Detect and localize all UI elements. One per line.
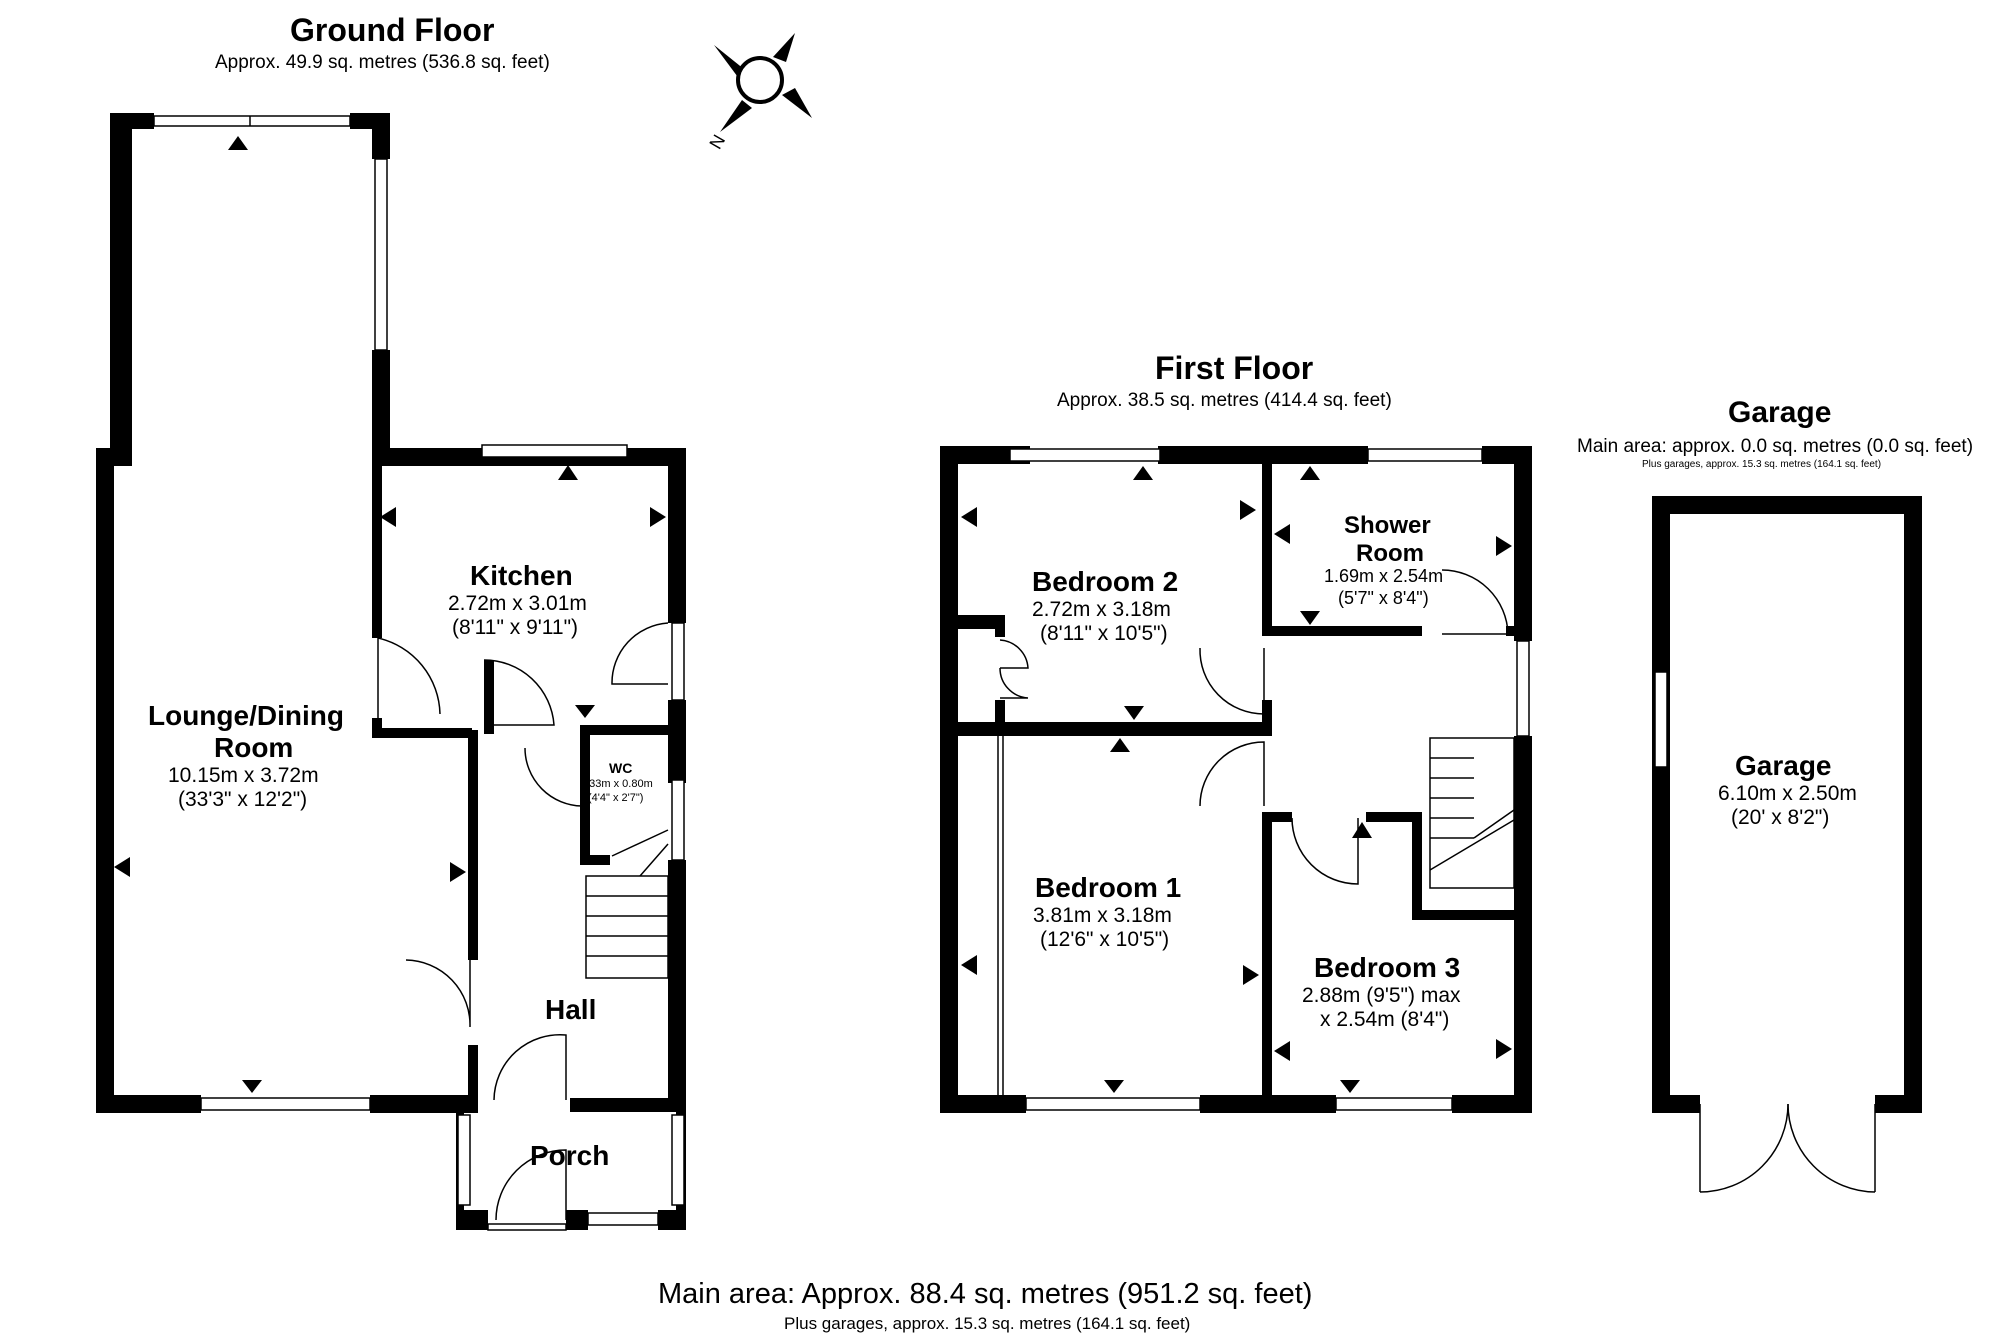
ground-floor-stairs bbox=[585, 829, 669, 979]
garage-dim-metric: 6.10m x 2.50m bbox=[1718, 782, 1857, 805]
garage-walls bbox=[1652, 496, 1922, 1113]
bedroom1-dim-imperial: (12'6" x 10'5") bbox=[1040, 928, 1170, 951]
porch-name: Porch bbox=[530, 1140, 610, 1171]
bedroom1-name: Bedroom 1 bbox=[1035, 872, 1182, 903]
ground-floor-windows bbox=[153, 115, 685, 1231]
shower-name-line2: Room bbox=[1356, 540, 1424, 567]
lounge-name-line1: Lounge/Dining bbox=[148, 700, 344, 731]
total-plus-garages: Plus garages, approx. 15.3 sq. metres (1… bbox=[784, 1314, 1191, 1333]
first-floor-stairs bbox=[1429, 737, 1515, 889]
garage-dim-imperial: (20' x 8'2") bbox=[1731, 806, 1830, 829]
compass-rose-icon: N bbox=[705, 33, 812, 152]
total-main-area: Main area: Approx. 88.4 sq. metres (951.… bbox=[658, 1278, 1313, 1310]
garage-main-area: Main area: approx. 0.0 sq. metres (0.0 s… bbox=[1577, 436, 1974, 457]
bedroom2-dim-metric: 2.72m x 3.18m bbox=[1032, 598, 1171, 621]
first-floor-arrows bbox=[961, 466, 1512, 1093]
garage-windows bbox=[1654, 671, 1668, 768]
compass-north-label: N bbox=[705, 131, 729, 152]
garage-title: Garage bbox=[1728, 396, 1832, 429]
garage-plus-area: Plus garages, approx. 15.3 sq. metres (1… bbox=[1642, 459, 1882, 470]
bedroom2-dim-imperial: (8'11" x 10'5") bbox=[1040, 622, 1168, 645]
garage-doors bbox=[1699, 1103, 1876, 1193]
hall-name: Hall bbox=[545, 994, 597, 1025]
wc-dim-metric: 1.33m x 0.80m bbox=[580, 778, 653, 790]
bedroom3-name: Bedroom 3 bbox=[1314, 952, 1461, 983]
shower-dim-imperial: (5'7" x 8'4") bbox=[1338, 588, 1429, 608]
ground-floor-walls bbox=[96, 113, 686, 1230]
first-floor-walls bbox=[940, 446, 1532, 1113]
kitchen-dim-metric: 2.72m x 3.01m bbox=[448, 592, 587, 615]
lounge-name-line2: Room bbox=[214, 732, 294, 763]
garage-room-name: Garage bbox=[1735, 750, 1832, 781]
first-floor-doors bbox=[997, 569, 1509, 1095]
ground-floor-title: Ground Floor bbox=[290, 12, 495, 48]
kitchen-name: Kitchen bbox=[470, 560, 573, 591]
shower-name-line1: Shower bbox=[1344, 512, 1431, 539]
ground-floor-arrows bbox=[114, 136, 666, 1093]
kitchen-dim-imperial: (8'11" x 9'11") bbox=[452, 616, 579, 639]
first-floor-area: Approx. 38.5 sq. metres (414.4 sq. feet) bbox=[1057, 390, 1392, 411]
bedroom1-dim-metric: 3.81m x 3.18m bbox=[1033, 904, 1172, 927]
wc-dim-imperial: (4'4" x 2'7") bbox=[588, 792, 644, 804]
first-floor-plan bbox=[940, 446, 1532, 1113]
bedroom3-dim-line1: 2.88m (9'5") max bbox=[1302, 984, 1461, 1007]
bedroom2-name: Bedroom 2 bbox=[1032, 566, 1179, 597]
shower-dim-metric: 1.69m x 2.54m bbox=[1324, 566, 1444, 586]
wc-name: WC bbox=[609, 760, 633, 776]
lounge-dim-imperial: (33'3" x 12'2") bbox=[178, 788, 308, 811]
first-floor-title: First Floor bbox=[1155, 350, 1314, 386]
ground-floor-plan bbox=[96, 113, 686, 1231]
first-floor-windows bbox=[1009, 448, 1530, 1111]
ground-floor-doors bbox=[377, 622, 669, 1221]
lounge-dim-metric: 10.15m x 3.72m bbox=[168, 764, 319, 787]
bedroom3-dim-line2: x 2.54m (8'4") bbox=[1320, 1008, 1450, 1031]
garage-plan bbox=[1652, 496, 1922, 1193]
ground-floor-area: Approx. 49.9 sq. metres (536.8 sq. feet) bbox=[215, 52, 550, 73]
